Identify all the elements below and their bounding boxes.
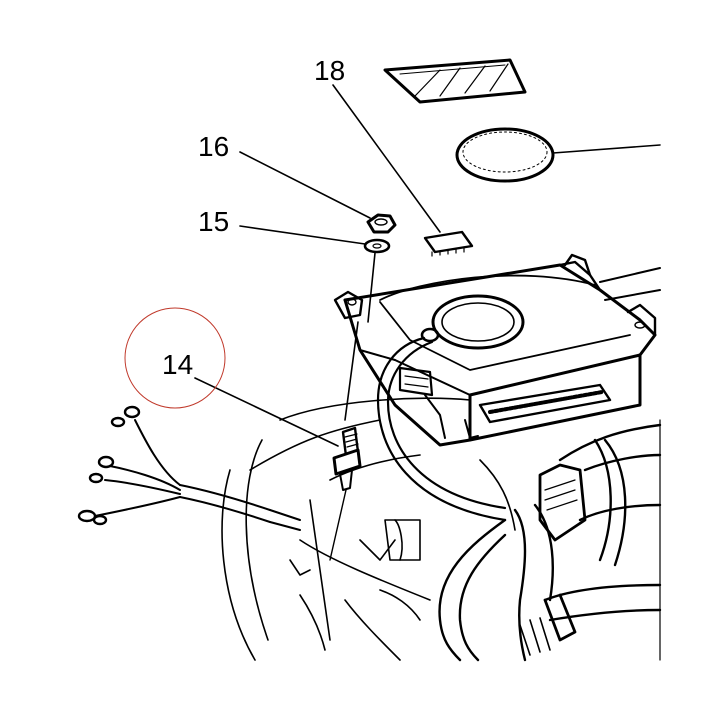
callout-18: 18 [314,55,346,86]
mounting-stud [344,252,376,421]
washer [363,238,391,254]
sensor-part-14 [329,426,362,561]
vehicle-panel-lines [221,397,516,661]
ring-terminals [77,405,141,526]
control-unit-housing [333,253,661,447]
filter-disc [455,127,661,183]
highlight-circle [124,307,226,409]
callout-15: 15 [198,206,230,237]
callout-14: 14 [162,349,194,380]
gasket-plate [383,58,527,104]
wiring-harness [438,419,662,662]
nut [366,213,397,234]
leader-lines [194,84,441,447]
chip-module [423,230,474,257]
sensor-lead-wires [94,419,301,531]
callout-16: 16 [198,131,230,162]
ground-wire [376,327,507,522]
